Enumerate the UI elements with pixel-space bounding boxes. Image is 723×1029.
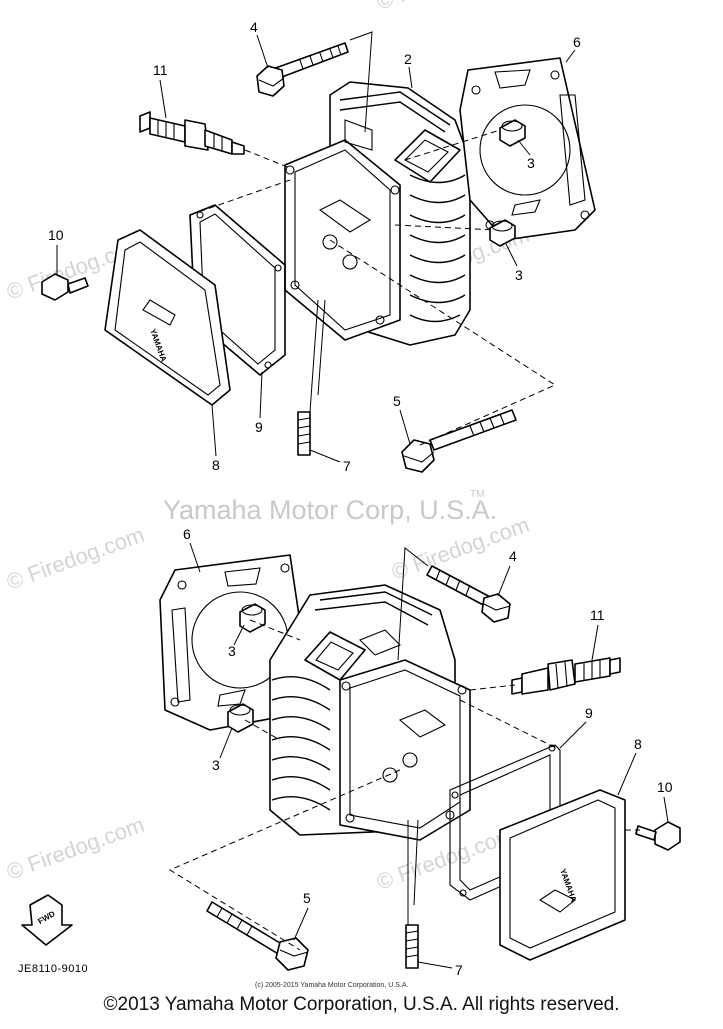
label-3a-bottom: 3 — [228, 643, 236, 659]
label-5-top: 5 — [393, 393, 401, 409]
label-7-top: 7 — [343, 458, 351, 474]
bolt-4-top — [256, 42, 349, 97]
dashed-bolt-path-bottom-1 — [168, 769, 401, 951]
diagram-code: JE8110-9010 — [18, 963, 88, 975]
label-4-bottom: 4 — [509, 548, 517, 564]
bolt-4-bottom — [426, 565, 511, 623]
label-11-bottom: 11 — [590, 607, 605, 623]
dashed-bolt-path-bottom-3 — [459, 699, 561, 751]
watermark-firedog-5: © Firedog.com — [3, 812, 147, 885]
label-9-top: 9 — [255, 419, 263, 435]
label-10-top: 10 — [48, 227, 64, 243]
stud-leader-top — [309, 299, 326, 413]
cylinder-head-top — [284, 81, 471, 346]
label-8-top: 8 — [212, 457, 220, 473]
label-4-top: 4 — [250, 19, 258, 35]
copyright-footer: ©2013 Yamaha Motor Corporation, U.S.A. A… — [103, 994, 620, 1015]
fwd-arrow: FWD — [21, 894, 73, 946]
dashed-bolt-path-top-2 — [244, 149, 291, 169]
label-8-bottom: 8 — [634, 736, 642, 752]
dowel-pins-bottom — [227, 603, 266, 733]
label-9-bottom: 9 — [585, 705, 593, 721]
stud-7-top — [297, 411, 311, 456]
bolt4-leader-bottom — [397, 547, 429, 661]
dashed-bolt-path-bottom-5 — [249, 619, 301, 641]
label-7-bottom: 7 — [455, 962, 463, 978]
stud-leader-bottom — [407, 819, 419, 925]
label-3b-top: 3 — [515, 267, 523, 283]
watermark-tm: TM — [470, 489, 484, 500]
spark-plug-bottom — [511, 657, 621, 695]
watermark-yamaha: Yamaha Motor Corp, U.S.A. — [163, 495, 497, 525]
stud-7-bottom — [405, 924, 419, 969]
bottom-labels: 6 3 3 4 11 9 8 10 5 7 — [183, 526, 673, 978]
watermark-firedog-3: © Firedog.com — [3, 522, 147, 595]
small-credit: (c) 2005-2015 Yamaha Motor Corporation, … — [255, 982, 408, 989]
bottom-assembly: YAMAHA 6 3 — [18, 526, 681, 978]
head-gasket-top — [459, 57, 596, 241]
top-labels: 2 4 6 3 3 11 10 9 8 7 5 — [48, 19, 581, 474]
bolt-5-bottom — [206, 901, 309, 971]
label-3b-bottom: 3 — [212, 757, 220, 773]
dashed-bolt-path-top-4 — [404, 129, 501, 161]
top-assembly: YAMAHA 2 4 — [41, 19, 596, 474]
bolt-5-top — [401, 409, 517, 473]
label-6-top: 6 — [573, 34, 581, 50]
label-2-top: 2 — [404, 51, 412, 67]
spark-plug-top — [139, 111, 245, 155]
dashed-bolt-path-bottom-2 — [469, 684, 516, 691]
bolt-10-bottom — [635, 821, 681, 851]
valve-cover-top: YAMAHA — [104, 229, 231, 406]
dowel-pins-top — [489, 119, 526, 247]
bolt-10-top — [41, 273, 89, 301]
dashed-bolt-path-top-5 — [394, 224, 496, 231]
valve-cover-bottom: YAMAHA — [499, 789, 626, 961]
bolt4-leader-top — [349, 31, 373, 133]
label-10-bottom: 10 — [657, 779, 673, 795]
watermark-firedog-7: © Firedog.com — [373, 0, 517, 15]
cylinder-head-bottom — [269, 584, 471, 841]
label-6-bottom: 6 — [183, 526, 191, 542]
label-3a-top: 3 — [527, 155, 535, 171]
label-11-top: 11 — [153, 62, 168, 78]
dashed-bolt-path-bottom-6 — [244, 719, 281, 741]
label-5-bottom: 5 — [303, 890, 311, 906]
dashed-bolt-path-top-1 — [189, 179, 291, 216]
